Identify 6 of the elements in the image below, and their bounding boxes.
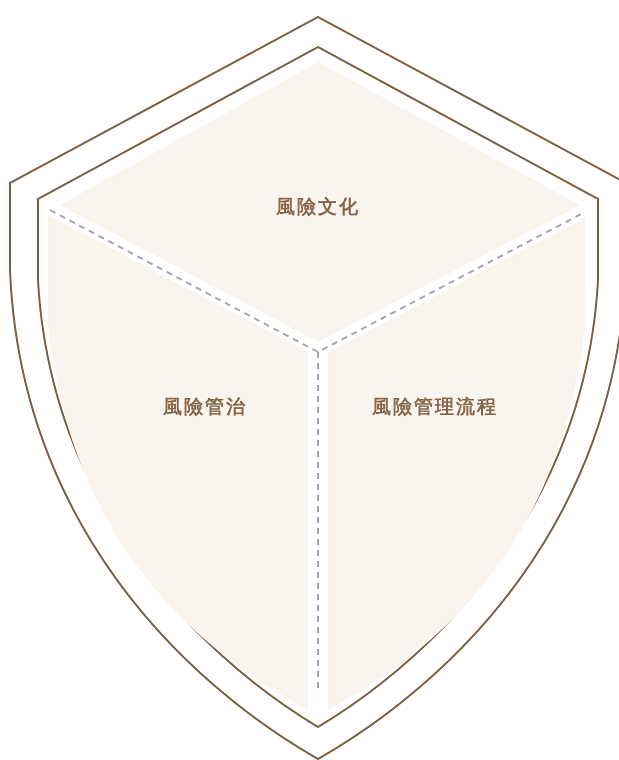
shield-segment <box>328 218 585 710</box>
shield-segment <box>60 62 580 342</box>
shield-segment <box>48 215 308 710</box>
segment-label: 風險管理流程 <box>372 395 498 420</box>
segment-label: 風險管治 <box>163 395 247 420</box>
segment-label: 風險文化 <box>276 195 360 220</box>
